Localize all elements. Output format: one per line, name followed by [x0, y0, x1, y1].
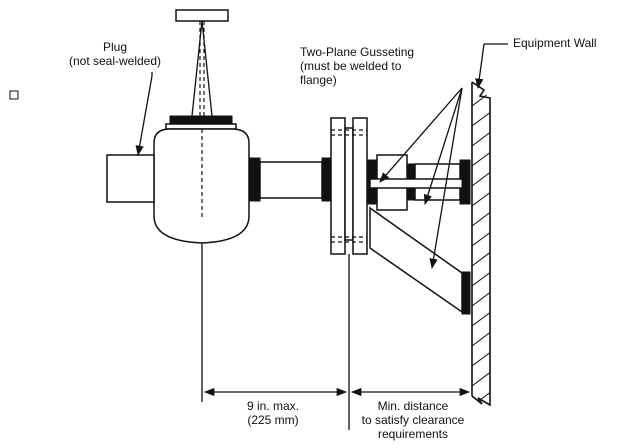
- plug-leader-arrow: [135, 75, 153, 157]
- valve-bonnet: [165, 115, 237, 130]
- dimension-min-sublabel-2: requirements: [378, 427, 448, 441]
- equipment-wall-label: Equipment Wall: [513, 36, 597, 50]
- pipe-segment: [248, 157, 332, 202]
- plug: [106, 154, 155, 203]
- wall-leader-arrow: [475, 43, 485, 90]
- gusset-diagonal: [369, 206, 471, 315]
- gusset-sublabel-1: (must be welded to: [300, 59, 402, 73]
- gusset-leader-1: [379, 87, 463, 183]
- legend-checkbox-icon: [9, 90, 19, 100]
- gusset-horizontal: [369, 177, 471, 190]
- gusset-leader-3: [429, 87, 463, 270]
- gusset-sublabel-2: flange): [300, 73, 337, 87]
- equipment-wall: [471, 81, 491, 407]
- dimension-min-label: Min. distance: [378, 399, 449, 413]
- flange-assembly: [330, 117, 368, 430]
- gusset-leader-2: [423, 87, 463, 205]
- plug-sublabel: (not seal-welded): [69, 54, 161, 68]
- dimension-9in-label: 9 in. max.: [247, 399, 299, 413]
- gusset-label: Two-Plane Gusseting: [300, 45, 414, 59]
- valve-handwheel: [175, 9, 229, 117]
- plug-label: Plug: [103, 40, 127, 54]
- dimension-min-sublabel-1: to satisfy clearance: [362, 413, 465, 427]
- dimension-9in-sublabel: (225 mm): [247, 413, 298, 427]
